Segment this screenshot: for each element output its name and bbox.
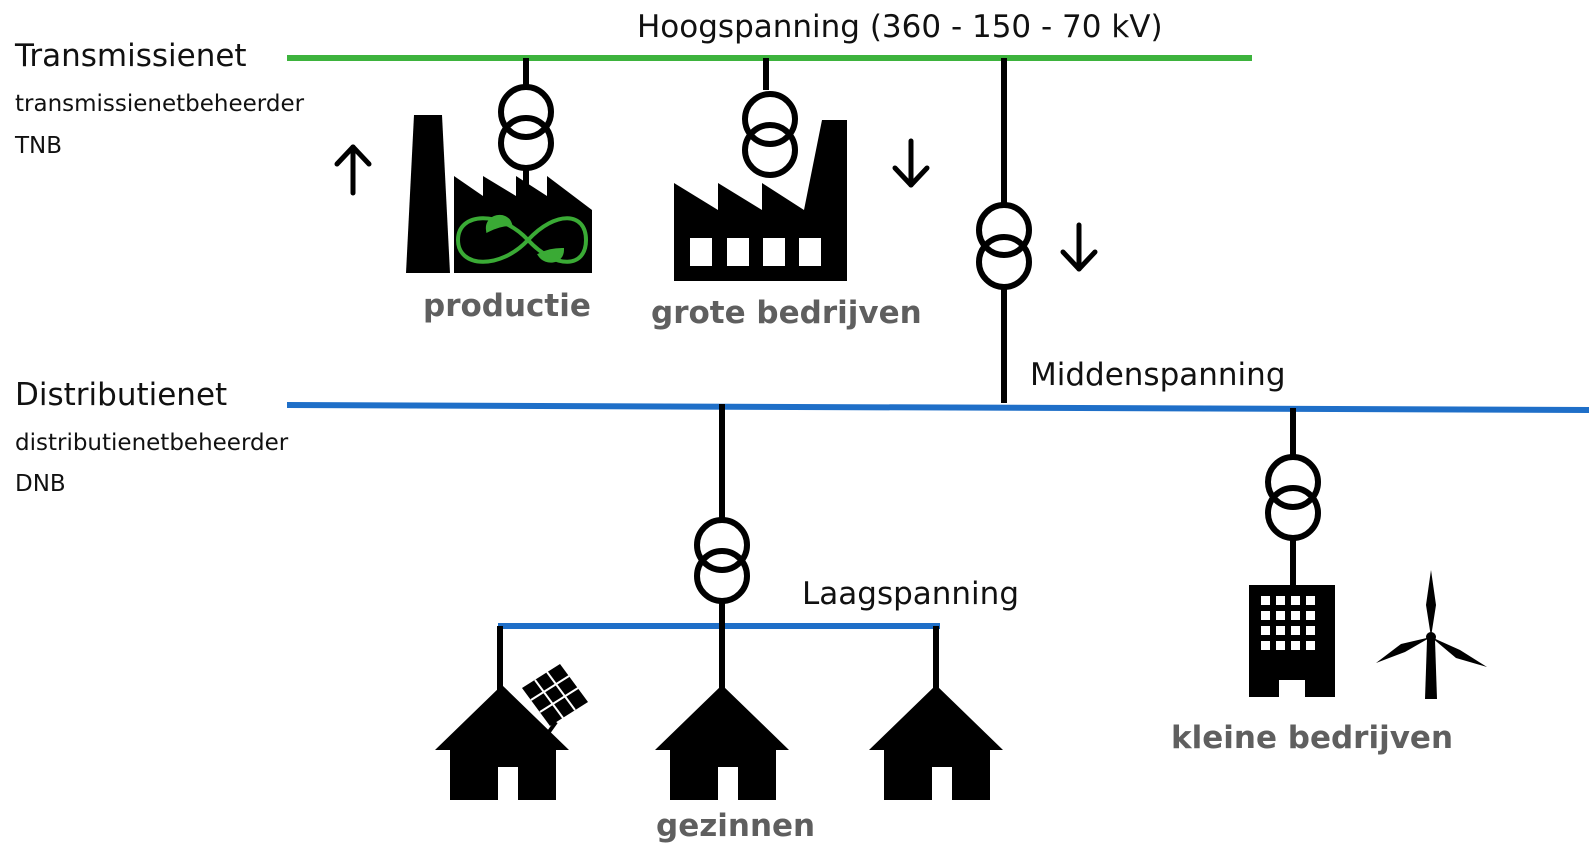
office-building-icon bbox=[1249, 585, 1335, 697]
distribution-abbr: DNB bbox=[15, 471, 66, 497]
large-companies-label: grote bedrijven bbox=[651, 295, 922, 331]
low-voltage-label: Laagspanning bbox=[802, 576, 1019, 612]
eco-infinity-icon bbox=[455, 214, 589, 264]
transmission-title: Transmissienet bbox=[15, 38, 247, 74]
house-icon bbox=[869, 685, 1003, 800]
distribution-title: Distributienet bbox=[15, 377, 228, 413]
factory-icon bbox=[674, 120, 847, 281]
transmission-operator: transmissienetbeheerder bbox=[15, 91, 305, 117]
households-label: gezinnen bbox=[656, 808, 816, 844]
arrow-down-icon bbox=[892, 138, 930, 188]
transformer-icon bbox=[742, 91, 798, 178]
medium-voltage-bus bbox=[286, 402, 1589, 413]
transmission-abbr: TNB bbox=[15, 133, 63, 159]
wind-turbine-icon bbox=[1376, 570, 1487, 699]
arrow-down-icon bbox=[1060, 222, 1098, 272]
arrow-up-icon bbox=[334, 144, 372, 196]
small-companies-label: kleine bedrijven bbox=[1171, 720, 1454, 756]
high-voltage-label: Hoogspanning (360 - 150 - 70 kV) bbox=[637, 9, 1163, 45]
distribution-operator: distributienetbeheerder bbox=[15, 430, 289, 456]
house-icon bbox=[435, 685, 569, 800]
transformer-icon bbox=[976, 202, 1032, 290]
solar-panel-icon bbox=[522, 664, 588, 738]
house-icon bbox=[655, 685, 789, 800]
transformer-icon bbox=[498, 84, 554, 171]
medium-voltage-label: Middenspanning bbox=[1030, 357, 1286, 393]
transformer-icon bbox=[1265, 454, 1321, 541]
transformer-icon bbox=[694, 517, 750, 604]
production-label: productie bbox=[423, 288, 591, 324]
